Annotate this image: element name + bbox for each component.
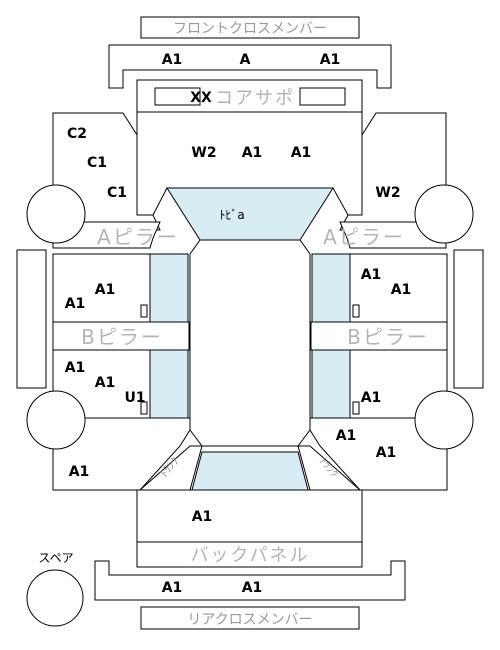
right-rocker (453, 249, 484, 389)
headlight-right (299, 87, 346, 106)
b-pillar-left-label: Bピラー (81, 325, 163, 349)
rear-left-wheel (26, 390, 86, 450)
front-cross-member-box (140, 16, 360, 39)
front-cross-member-label: フロントクロスメンバー (173, 21, 327, 37)
front-cm-grade-right: A1 (320, 52, 341, 68)
rear-cross-member-box (140, 606, 360, 630)
rear-door-right-grade-a1: A1 (361, 390, 382, 406)
left-rear-glass (149, 349, 189, 419)
windshield (166, 187, 334, 241)
front-left-wheel (26, 184, 86, 244)
front-cm-grade-left: A1 (162, 52, 183, 68)
headlight-left (154, 87, 201, 106)
front-door-left-grade-a1-upper: A1 (95, 282, 116, 298)
a-pillar-left-label: Aピラー (97, 225, 179, 249)
rear-glass (191, 451, 309, 491)
core-support-mark: XX (190, 90, 212, 106)
roof-panel (189, 239, 311, 447)
rear-cm-grade-right: A1 (242, 580, 263, 596)
right-front-handle (352, 304, 360, 318)
left-front-door (52, 253, 151, 323)
front-right-wheel (414, 184, 474, 244)
quarter-right-grade-a1-lower: A1 (376, 445, 397, 461)
rear-door-left-grade-a1-upper: A1 (65, 360, 86, 376)
rear-cm-grade-left: A1 (162, 580, 183, 596)
core-support-label: コアサポ (215, 88, 295, 109)
quarter-right-grade-a1-upper: A1 (336, 428, 357, 444)
rear-bumper-bracket (94, 560, 406, 601)
front-cm-grade-center: A (240, 52, 251, 68)
front-door-right-grade-a1-lower: A1 (391, 282, 412, 298)
spare-label: スペア (38, 551, 73, 565)
front-bumper-bracket (108, 44, 392, 89)
left-rocker (16, 249, 47, 389)
left-rear-handle (140, 401, 148, 415)
fender-left-grade-c1-lower: C1 (107, 185, 127, 201)
right-rear-glass (311, 349, 351, 419)
b-pillar-right (310, 321, 448, 351)
hood-grade-w2: W2 (191, 145, 216, 161)
front-door-left-grade-a1-lower: A1 (65, 296, 86, 312)
rear-right-wheel (414, 390, 474, 450)
rear-cross-member-label: リアクロスメンバー (187, 612, 312, 628)
rear-door-left-grade-u1: U1 (124, 390, 145, 406)
fender-left-grade-c2: C2 (67, 126, 87, 142)
quarter-left-grade-a1: A1 (69, 464, 90, 480)
trunk-lid (136, 489, 363, 543)
left-quarter-panel (52, 417, 191, 491)
b-pillar-right-label: Bピラー (347, 325, 429, 349)
hood-grade-a1-right: A1 (291, 145, 312, 161)
back-panel (136, 541, 363, 568)
hood-grade-a1-left: A1 (242, 145, 263, 161)
right-rear-handle (352, 401, 360, 415)
back-panel-label: バックパネル (190, 545, 309, 566)
right-front-glass (311, 253, 351, 323)
fender-right-grade-w2: W2 (375, 185, 400, 201)
spare-tire (26, 569, 84, 627)
left-front-handle (140, 304, 148, 318)
rear-door-left-grade-a1-lower: A1 (95, 375, 116, 391)
fender-left-grade-c1-upper: C1 (87, 155, 107, 171)
front-door-right-grade-a1-upper: A1 (361, 267, 382, 283)
roof-label: ﾄﾋﾞa (219, 208, 244, 222)
trunk-grade-a1: A1 (192, 509, 213, 525)
a-pillar-right-label: Aピラー (323, 225, 405, 249)
left-front-glass (149, 253, 189, 323)
